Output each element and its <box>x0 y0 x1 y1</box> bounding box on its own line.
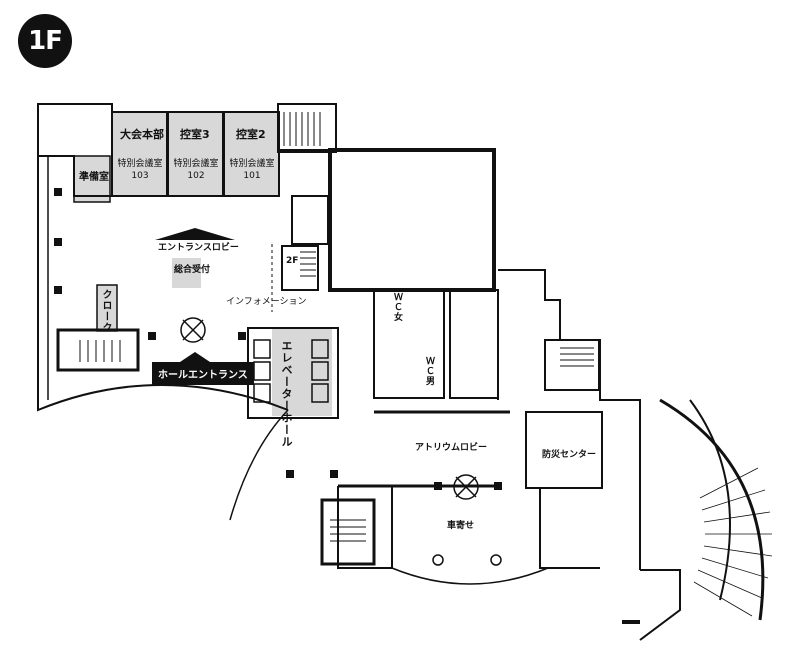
bousai-room-wall <box>525 411 603 489</box>
stair-2f-box <box>281 245 319 291</box>
bousai-label: 防災センター <box>542 450 597 460</box>
pillar-west <box>432 554 444 566</box>
stair-east-lines <box>560 347 594 367</box>
wall-east <box>498 269 641 570</box>
revolving-door-west <box>180 317 206 343</box>
wc-women-label: ＷＣ女 <box>392 292 402 322</box>
wall-south-end <box>639 569 681 641</box>
wc-men-label: ＷＣ男 <box>424 356 434 386</box>
elevator-cars <box>253 339 329 403</box>
car-porch-curve <box>391 567 549 585</box>
room-ctrl3-fill <box>167 111 224 197</box>
lobby-arrow-up <box>155 228 235 240</box>
room-ctrl2-sub: 特別会議室 <box>229 159 275 169</box>
room-ctrl2-fill <box>223 111 280 197</box>
wc-block-east <box>449 289 499 399</box>
room-hq-fill <box>111 111 168 197</box>
wall-mid <box>280 149 331 290</box>
room-cloak-label: クローク <box>100 289 111 333</box>
curved-wing-inner <box>689 399 731 601</box>
room-ctrl3-name: 控室3 <box>180 128 210 141</box>
atrium-label: アトリウムロビー <box>415 443 488 453</box>
elevator-hall-label: エレベーターホール <box>280 340 293 448</box>
curved-wing-outer <box>659 398 765 621</box>
pillars <box>54 188 502 490</box>
stair-west-lines <box>79 340 121 362</box>
car-porch-label: 車寄せ <box>447 521 475 531</box>
stair-top <box>277 103 337 153</box>
stair-2f-label: 2F <box>286 256 299 266</box>
room-ctrl3-num: 102 <box>187 171 205 181</box>
wall-southeast <box>539 488 600 569</box>
main-hall-block <box>328 148 496 292</box>
stair-top-lines <box>283 112 321 146</box>
room-hq-sub: 特別会議室 <box>117 159 163 169</box>
stair-south-lines <box>330 519 366 542</box>
room-ctrl3-sub: 特別会議室 <box>173 159 219 169</box>
wall-south-curve <box>229 409 289 521</box>
room-small-mid <box>291 195 329 245</box>
pillar-east <box>490 554 502 566</box>
curved-wing-rays <box>693 467 773 617</box>
stair-east <box>544 339 600 391</box>
wc-block-west <box>373 289 445 399</box>
reception-desk <box>172 258 201 288</box>
hall-entrance-tag: ホールエントランス <box>152 362 254 385</box>
marker-south <box>622 620 640 624</box>
wall-central <box>338 289 499 400</box>
entrance-lobby-label: エントランスロビー <box>158 243 239 253</box>
information-label: インフォメーション <box>226 297 307 307</box>
room-hq-num: 103 <box>131 171 149 181</box>
floor-badge: 1F <box>18 14 72 68</box>
stair-2f-lines <box>300 251 316 277</box>
stair-south <box>320 498 376 566</box>
room-ctrl2-name: 控室2 <box>236 128 266 141</box>
stair-west <box>56 328 140 372</box>
room-ctrl2-num: 101 <box>243 171 261 181</box>
reception-label: 総合受付 <box>174 265 211 275</box>
wall-west-curve <box>37 104 289 412</box>
room-prep-label: 準備室 <box>79 172 109 183</box>
room-hq-name: 大会本部 <box>120 128 164 141</box>
